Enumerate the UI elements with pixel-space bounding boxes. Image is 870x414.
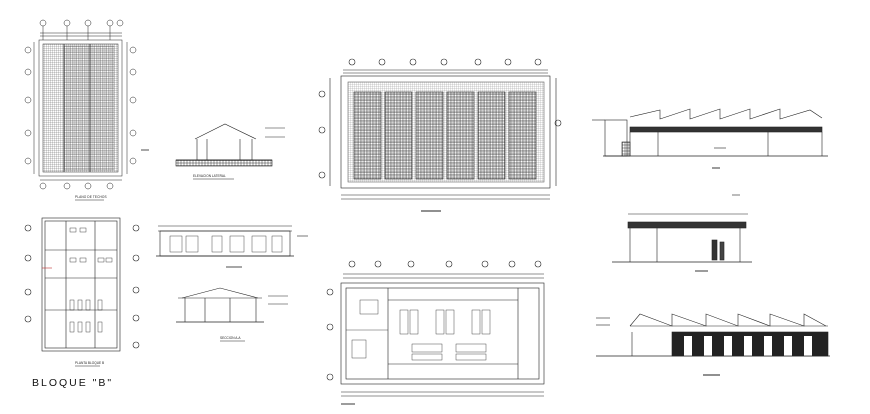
grid-bubbles-top [39, 19, 124, 40]
roof-plan-small [24, 19, 149, 190]
roof-panels [353, 91, 537, 180]
caption-side-elevation-small: ELEVACION LATERAL [193, 174, 226, 178]
side-elevation-small [175, 123, 285, 167]
rear-elevation-right [596, 313, 830, 376]
left-rooms [346, 299, 388, 359]
caption-roof-plan-small: PLANO DE TECHOS [75, 195, 107, 199]
grid-bubbles-bottom [39, 179, 122, 190]
grid-bubbles-top [343, 58, 548, 74]
front-elevation-right [592, 108, 828, 169]
roof-plan-large [318, 58, 562, 212]
grid-bubbles-left [318, 78, 331, 186]
caption-section-a-a: SECCION A-A [220, 336, 241, 340]
section-a-a [176, 287, 288, 323]
grid-bubbles-right [554, 78, 562, 186]
section-interior [156, 225, 308, 268]
floor-plan-large [326, 260, 545, 405]
grid-bubbles-left [24, 224, 32, 323]
grid-bubbles-right [126, 42, 137, 174]
classroom-desks [399, 309, 491, 361]
grid-bubbles-left [326, 288, 334, 381]
caption-floor-plan-small: PLANTA BLOQUE B [75, 361, 104, 365]
floor-plan-small [24, 217, 140, 352]
plumbing-fixtures [69, 227, 113, 333]
grid-bubbles-top [343, 260, 544, 279]
block-title: BLOQUE "B" [32, 377, 114, 389]
grid-bubbles-right [132, 224, 140, 349]
grid-bubbles-left [24, 42, 35, 174]
elevation-windows [684, 336, 812, 356]
side-elevation-right [612, 194, 752, 272]
